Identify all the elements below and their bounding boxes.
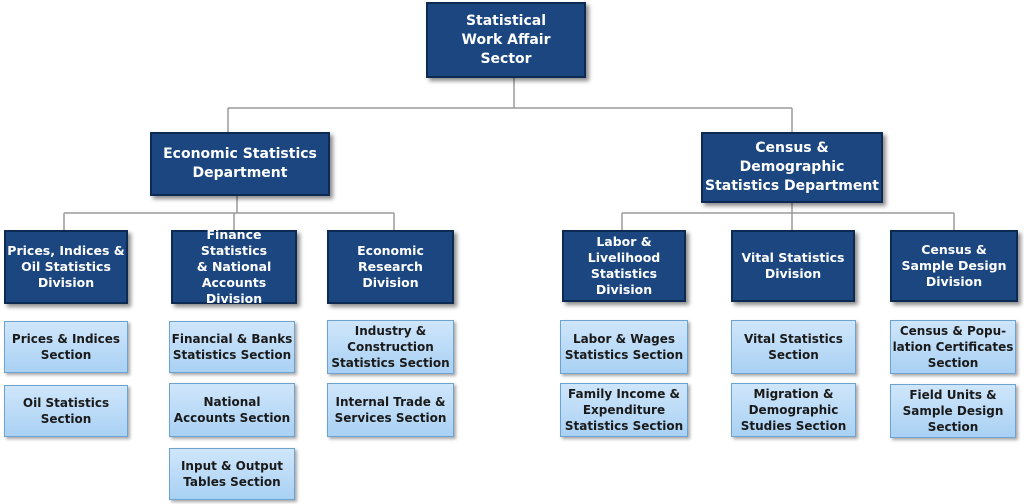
- section-prices-indices: Prices & Indices Section: [4, 321, 128, 373]
- section-vital-statistics: Vital Statistics Section: [731, 320, 856, 374]
- section-financial-banks-statistics: Financial & Banks Statistics Section: [169, 321, 295, 373]
- division-labor-livelihood: Labor & Livelihood Statistics Division: [562, 230, 686, 302]
- section-census-population-certificates: Census & Popu- lation Certificates Secti…: [890, 320, 1016, 374]
- section-national-accounts: National Accounts Section: [169, 383, 295, 437]
- division-vital-statistics: Vital Statistics Division: [731, 230, 855, 302]
- section-internal-trade-services: Internal Trade & Services Section: [327, 383, 454, 437]
- section-oil-statistics: Oil Statistics Section: [4, 385, 128, 437]
- division-prices-indices-oil: Prices, Indices & Oil Statistics Divisio…: [4, 230, 128, 304]
- department-economic-statistics: Economic Statistics Department: [150, 132, 330, 196]
- section-migration-demographic-studies: Migration & Demographic Studies Section: [731, 383, 856, 437]
- section-labor-wages-statistics: Labor & Wages Statistics Section: [560, 320, 688, 374]
- division-finance-national-accounts: Finance Statistics & National Accounts D…: [171, 227, 297, 306]
- root-node-statistical-work-affair-sector: Statistical Work Affair Sector: [426, 2, 586, 78]
- section-industry-construction-statistics: Industry & Construction Statistics Secti…: [327, 320, 454, 374]
- department-census-demographic-statistics: Census & Demographic Statistics Departme…: [701, 132, 883, 203]
- section-family-income-expenditure-statistics: Family Income & Expenditure Statistics S…: [560, 383, 688, 437]
- division-census-sample-design: Census & Sample Design Division: [890, 230, 1018, 302]
- division-economic-research: Economic Research Division: [327, 230, 454, 304]
- section-input-output-tables: Input & Output Tables Section: [169, 448, 295, 500]
- section-field-units-sample-design: Field Units & Sample Design Section: [890, 384, 1016, 438]
